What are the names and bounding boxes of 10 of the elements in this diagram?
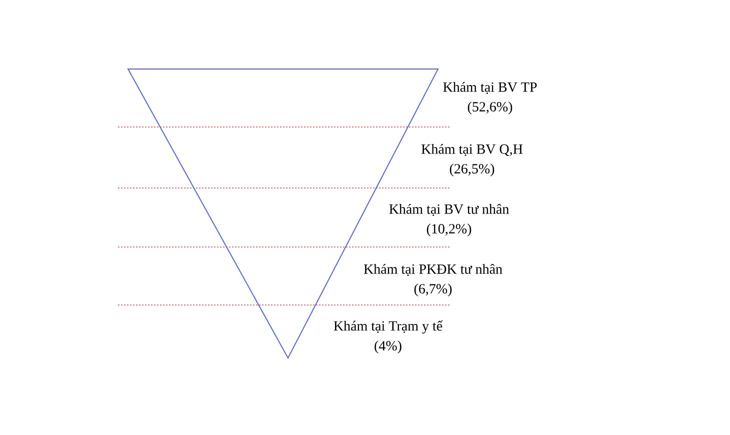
level-label: (4%)	[374, 340, 402, 354]
level-label: (6,7%)	[414, 284, 452, 296]
level-label: (10,2%)	[426, 224, 472, 236]
level-label: (52,6%)	[468, 102, 512, 114]
level-label: Khám tại Trạm y tế	[334, 320, 443, 334]
level-label: Khám tại PKĐK tư nhân	[364, 264, 502, 276]
level-label: (26,5%)	[450, 164, 494, 176]
level-label: Khám tại BV tư nhân	[389, 204, 509, 216]
level-label: Khám tại BV TP	[443, 82, 537, 94]
level-label: Khám tại BV Q,H	[421, 144, 523, 156]
